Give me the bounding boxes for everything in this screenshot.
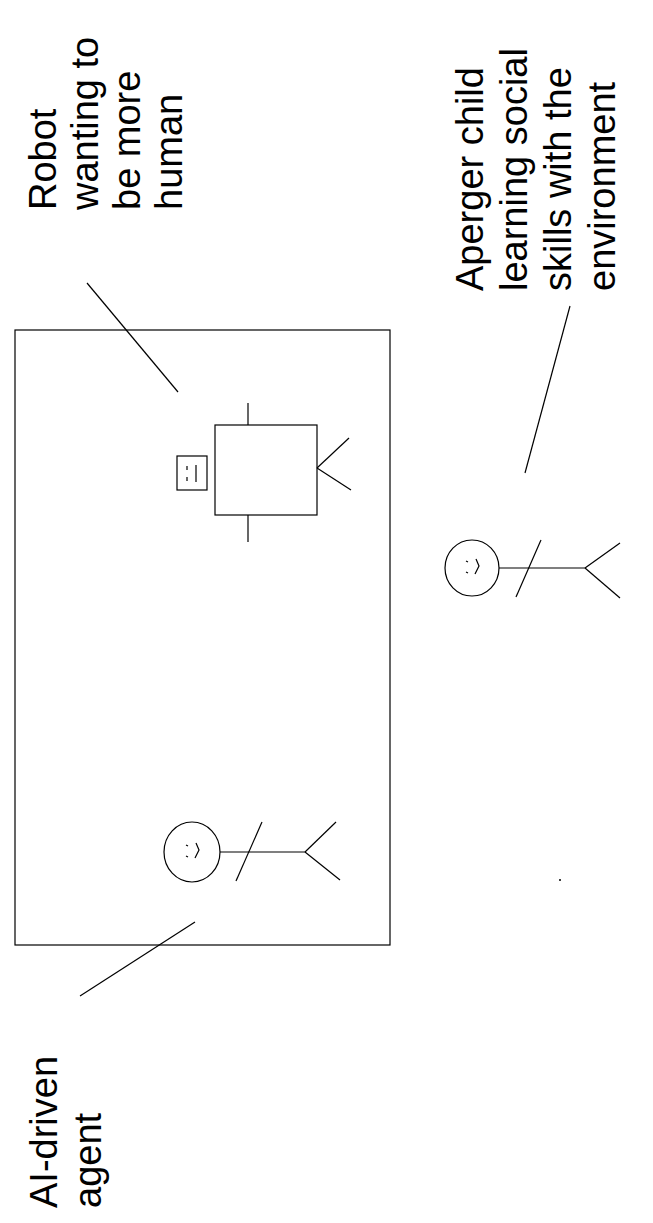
callout-label: AI-driven agent <box>22 1008 110 1208</box>
child-figure <box>445 540 620 598</box>
leader-line <box>87 283 178 392</box>
robot-figure <box>177 403 351 542</box>
callout-label: Robot wanting to be more human <box>22 10 190 210</box>
agent-figure <box>164 822 340 882</box>
leader-line <box>525 306 570 473</box>
speck <box>559 879 561 881</box>
callout-label: Aperger child learning social skills wit… <box>448 6 624 291</box>
environment-frame <box>15 330 390 945</box>
leader-line <box>80 922 195 996</box>
